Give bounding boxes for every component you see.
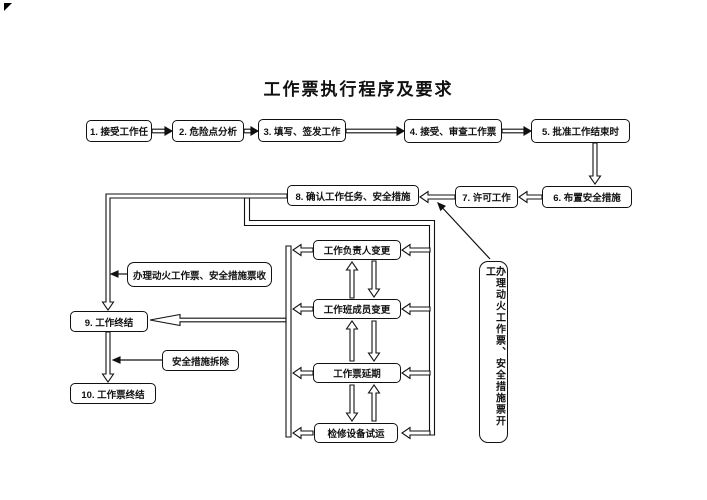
arrow-step8-step9	[101, 193, 288, 311]
arrow-gap2-up	[345, 320, 359, 362]
node-member-change: 工作班成员变更	[313, 299, 401, 319]
arrow-rail-to-member	[401, 302, 431, 316]
node-step3: 3. 填写、签发工作	[258, 119, 346, 142]
node-step2: 2. 危险点分析	[172, 120, 244, 142]
node-step1: 1. 接受工作任	[86, 120, 152, 142]
arrow-step5-step6	[588, 142, 602, 185]
arrow-step3-step4-head	[396, 126, 406, 136]
node-fire-ticket-receive: 办理动火工作票、安全措施票收	[127, 262, 272, 287]
arrow-step2-step3-head	[250, 126, 260, 136]
arrow-gap3-down	[345, 384, 359, 422]
node-ticket-extension: 工作票延期	[313, 363, 401, 383]
arrow-step2-step3-shaft	[243, 128, 252, 134]
arrow-dismantle-pointer-head	[111, 356, 121, 364]
node-step8: 8. 确认工作任务、安全措施	[287, 185, 419, 206]
arrow-gap1-up	[345, 261, 359, 299]
arrow-step9-step10	[101, 331, 115, 383]
node-step10: 10. 工作票终结	[70, 383, 156, 404]
arrow-rail-to-leader	[401, 243, 431, 257]
node-step6: 6. 布置安全措施	[542, 186, 632, 208]
arrow-gap3-up	[367, 384, 381, 422]
node-step5: 5. 批准工作结束时	[531, 119, 630, 143]
rail-left	[285, 245, 292, 438]
node-leader-change: 工作负责人变更	[313, 240, 401, 260]
rail-top-right	[243, 196, 436, 436]
page-title: 工作票执行程序及要求	[263, 80, 454, 99]
arrow-fire-receive-pointer-head	[109, 270, 119, 278]
node-step4: 4. 接受、审查工作票	[404, 119, 502, 143]
node-step7: 7. 许可工作	[455, 186, 518, 208]
arrow-step3-step4-shaft	[345, 128, 398, 134]
arrow-gap1-down	[367, 260, 381, 298]
arrow-rail-to-trial	[401, 426, 431, 440]
arrow-rail-to-extension	[401, 366, 431, 380]
arrow-fire-start-pointer	[442, 207, 491, 260]
arrow-gap2-down	[367, 320, 381, 362]
arrow-trial-to-rail	[292, 426, 314, 440]
arrow-step4-step5-head	[523, 126, 533, 136]
arrow-step7-step8	[419, 190, 456, 204]
node-safety-dismantle: 安全措施拆除	[162, 350, 239, 371]
arrow-step1-step2-head	[164, 126, 174, 136]
arrow-step4-step5-shaft	[501, 128, 525, 134]
arrow-fire-start-pointer-head	[437, 201, 446, 212]
node-step9: 9. 工作终结	[70, 311, 148, 332]
arrow-extension-to-rail	[292, 366, 314, 380]
corner-artifact	[4, 3, 12, 11]
arrow-leader-to-rail	[292, 243, 314, 257]
node-fire-ticket-start: 办理动火工作票、安全措施票开工	[479, 261, 508, 443]
node-equipment-trial: 检修设备试运	[314, 423, 398, 443]
arrow-rail-to-step9	[149, 313, 287, 327]
arrow-member-to-rail	[292, 302, 314, 316]
arrow-step1-step2-shaft	[151, 128, 166, 134]
arrow-step6-step7	[518, 190, 543, 204]
